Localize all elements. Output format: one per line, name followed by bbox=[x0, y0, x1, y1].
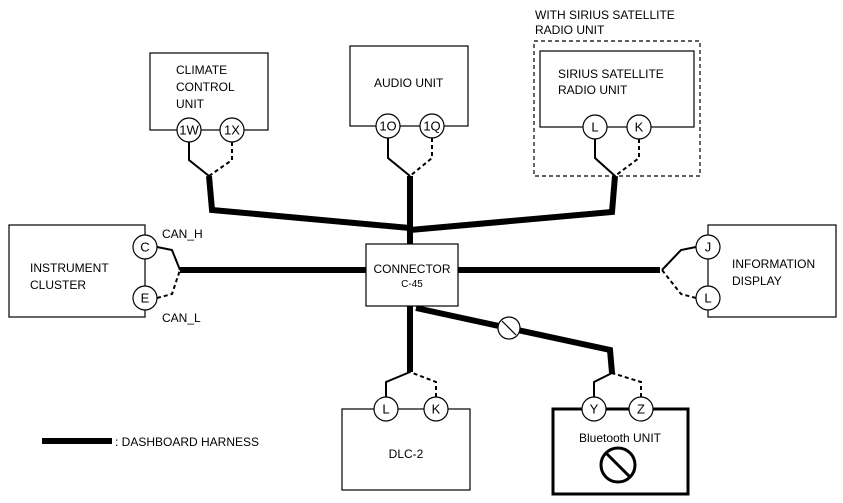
sirius-pin-k: K bbox=[635, 120, 644, 135]
instrument-pin-c: C bbox=[140, 240, 149, 255]
instrument-cluster: INSTRUMENT CLUSTER C E CAN_H CAN_L bbox=[8, 224, 203, 325]
climate-pin-1x: 1X bbox=[224, 123, 240, 138]
climate-label-3: UNIT bbox=[176, 97, 205, 111]
instrument-label-2: CLUSTER bbox=[30, 278, 86, 292]
dlc-label: DLC-2 bbox=[389, 447, 424, 461]
bluetooth-pin-z: Z bbox=[637, 402, 645, 417]
audio-pin-1o: 1O bbox=[379, 119, 396, 134]
bluetooth-label: Bluetooth UNIT bbox=[579, 431, 662, 445]
sirius-label-1: SIRIUS SATELLITE bbox=[558, 67, 664, 81]
dashboard-harness bbox=[180, 175, 660, 374]
connector-label: CONNECTOR bbox=[373, 262, 450, 276]
bluetooth-unit: Bluetooth UNIT Y Z bbox=[551, 372, 690, 496]
connector-code: C-45 bbox=[401, 279, 423, 290]
dlc-pin-l: L bbox=[382, 402, 389, 417]
audio-label: AUDIO UNIT bbox=[374, 76, 444, 90]
dlc-pin-k: K bbox=[432, 402, 441, 417]
instrument-label-1: INSTRUMENT bbox=[30, 261, 109, 275]
harness-prohibited-icon bbox=[497, 316, 521, 340]
sirius-option-label-2: RADIO UNIT bbox=[535, 23, 605, 37]
sirius-option-label-1: WITH SIRIUS SATELLITE bbox=[535, 8, 675, 22]
climate-pin-1w: 1W bbox=[179, 123, 199, 138]
info-pin-l: L bbox=[704, 291, 711, 306]
climate-control-unit: CLIMATE CONTROL UNIT 1W 1X bbox=[149, 52, 269, 177]
audio-pin-1q: 1Q bbox=[423, 119, 440, 134]
dlc-2-unit: DLC-2 L K bbox=[341, 371, 471, 491]
connector-c45: CONNECTOR C-45 bbox=[365, 243, 459, 307]
info-pin-j: J bbox=[705, 240, 712, 255]
sirius-radio-option: WITH SIRIUS SATELLITE RADIO UNIT SIRIUS … bbox=[533, 8, 701, 177]
audio-unit: AUDIO UNIT 1O 1Q bbox=[349, 45, 469, 177]
info-label-1: INFORMATION bbox=[732, 257, 815, 271]
instrument-pin-e: E bbox=[141, 291, 150, 306]
info-label-2: DISPLAY bbox=[732, 274, 782, 288]
climate-label-2: CONTROL bbox=[176, 80, 235, 94]
sirius-pin-l: L bbox=[591, 120, 598, 135]
legend: : DASHBOARD HARNESS bbox=[42, 435, 259, 449]
can-l-label: CAN_L bbox=[162, 311, 201, 325]
information-display: INFORMATION DISPLAY J L bbox=[661, 224, 837, 318]
legend-text: : DASHBOARD HARNESS bbox=[115, 435, 259, 449]
climate-label-1: CLIMATE bbox=[176, 63, 227, 77]
sirius-label-2: RADIO UNIT bbox=[558, 83, 628, 97]
prohibited-icon bbox=[599, 446, 637, 484]
can-h-label: CAN_H bbox=[162, 227, 203, 241]
bluetooth-pin-y: Y bbox=[590, 402, 599, 417]
